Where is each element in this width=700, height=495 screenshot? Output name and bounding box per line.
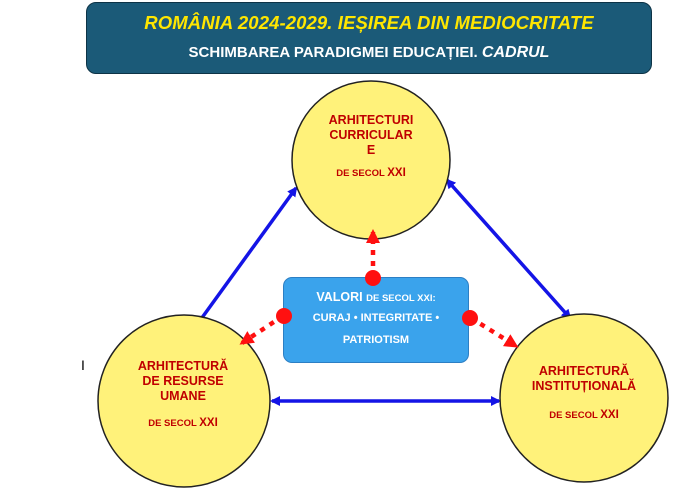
node-top-label: ARHITECTURI CURRICULAR E DE SECOL XXI [311, 113, 431, 181]
text-cursor-glyph: I [81, 357, 85, 373]
node-circle-right [499, 313, 669, 483]
values-century: DE SECOL XXI: [366, 293, 436, 304]
node-top-century: DE SECOL XXI [336, 167, 406, 179]
bullet-separator: • [435, 312, 440, 324]
dotted-arrow-left [239, 314, 285, 345]
node-left-line3: UMANE [160, 389, 206, 403]
subtitle-emphasis: CADRUL [481, 44, 550, 61]
node-left-line1: ARHITECTURĂ [137, 359, 229, 373]
node-top-line2: CURRICULAR [329, 128, 413, 142]
value-curaj: CURAJ [312, 312, 351, 324]
values-title: VALORI DE SECOL XXI: [284, 290, 468, 304]
value-patriotism: PATRIOTISM [342, 334, 410, 346]
value-integritate: INTEGRITATE [360, 312, 433, 324]
arrow-top-left [194, 186, 298, 328]
title-banner: ROMÂNIA 2024-2029. IEȘIREA DIN MEDIOCRIT… [86, 2, 652, 74]
dotted-arrow-right [469, 316, 519, 348]
subtitle-text: SCHIMBAREA PARADIGMEI EDUCAȚIEI. [188, 44, 478, 61]
node-right-label: ARHITECTURĂ INSTITUȚIONALĂ DE SECOL XXI [514, 364, 654, 423]
node-circle-left [97, 314, 271, 488]
main-title: ROMÂNIA 2024-2029. IEȘIREA DIN MEDIOCRIT… [144, 12, 594, 33]
bullet-separator: • [353, 312, 358, 324]
subtitle: SCHIMBAREA PARADIGMEI EDUCAȚIEI. CADRUL [87, 44, 651, 62]
node-right-line1: ARHITECTURĂ [538, 364, 630, 378]
node-left-century: DE SECOL XXI [148, 417, 218, 429]
node-left-label: ARHITECTURĂ DE RESURSE UMANE DE SECOL XX… [118, 359, 248, 431]
values-box: VALORI DE SECOL XXI: CURAJ • INTEGRITATE… [283, 277, 469, 363]
node-top-line1: ARHITECTURI [328, 113, 414, 127]
node-right-century: DE SECOL XXI [549, 409, 619, 421]
node-top-line3: E [366, 143, 376, 157]
values-label: VALORI [316, 290, 363, 304]
arrow-top-right [445, 178, 572, 320]
node-left-line2: DE RESURSE [142, 374, 224, 388]
node-right-line2: INSTITUȚIONALĂ [531, 379, 637, 393]
values-line-2: CURAJ • INTEGRITATE • [284, 312, 468, 324]
